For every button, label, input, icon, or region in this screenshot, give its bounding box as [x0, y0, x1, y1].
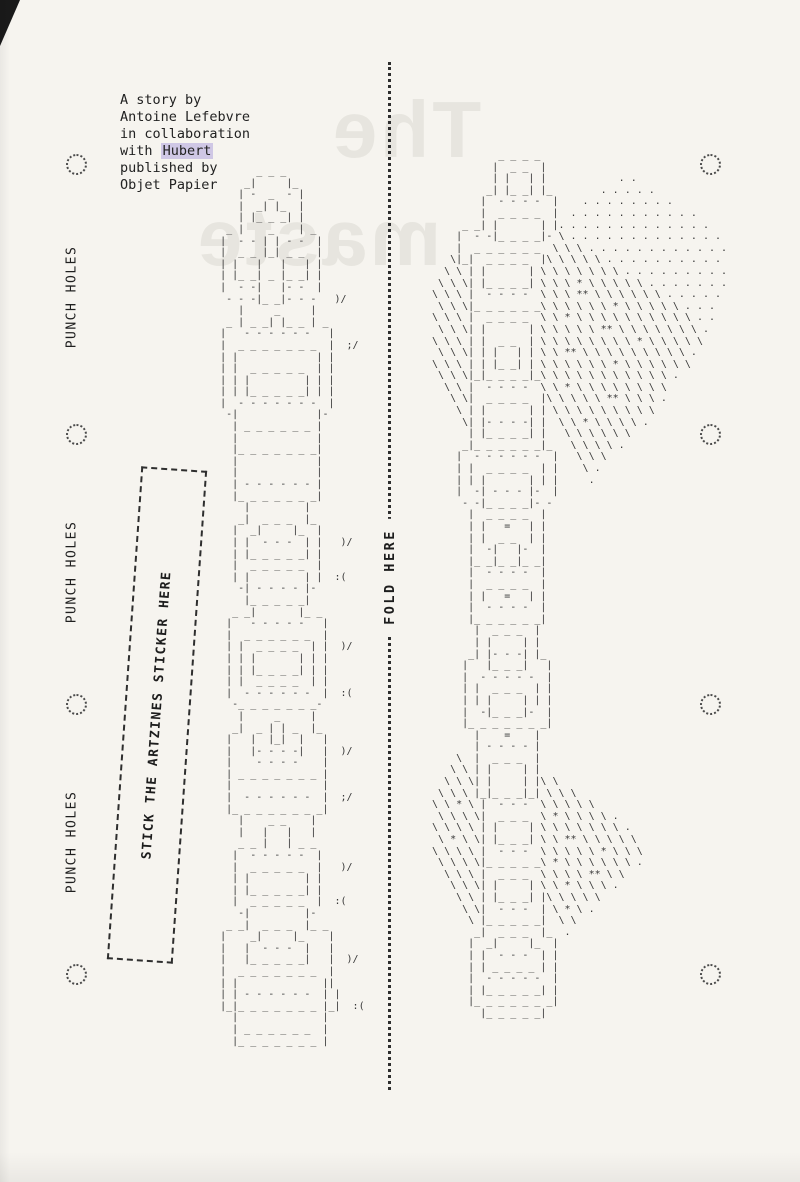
punch-holes-label-text: PUNCH HOLES [64, 245, 80, 349]
punch-hole-mark [700, 424, 721, 445]
credits-line: with Hubert [120, 143, 250, 160]
punch-hole-mark [700, 694, 721, 715]
ascii-art-right-figure: _ _ _ _ | _ _ | | | | | . . _| |_ _| |_ … [432, 150, 728, 1019]
highlighted-name: Hubert [160, 143, 214, 159]
credits-line-prefix: with [120, 143, 161, 159]
punch-holes-label-text: PUNCH HOLES [64, 790, 80, 894]
scan-edge-shadow-bottom [0, 1152, 800, 1182]
credits-line: Antoine Lefebvre [120, 109, 251, 125]
punch-hole-mark [700, 964, 721, 985]
credits-line: A story by [120, 92, 202, 108]
sticker-instruction-label: STICK THE ARTZINES STICKER HERE [139, 570, 175, 860]
fold-here-label-text: FOLD HERE [376, 519, 404, 635]
credits-line: Objet Papier [120, 177, 218, 193]
punch-hole-mark [66, 424, 87, 445]
punch-hole-mark [66, 964, 87, 985]
ascii-art-left-figure: _ _ _ _| |_ | - _ - | | _| |_ | | |_ _ _… [220, 166, 365, 1047]
scan-edge-shadow-left [0, 0, 10, 1182]
credits-line: published by [120, 160, 218, 176]
punch-hole-mark [66, 154, 87, 175]
credits-block: A story by Antoine Lefebvre in collabora… [120, 92, 250, 194]
punch-holes-label-text: PUNCH HOLES [64, 520, 80, 624]
punch-hole-mark [700, 154, 721, 175]
credits-line: in collaboration [120, 126, 251, 142]
punch-hole-mark [66, 694, 87, 715]
